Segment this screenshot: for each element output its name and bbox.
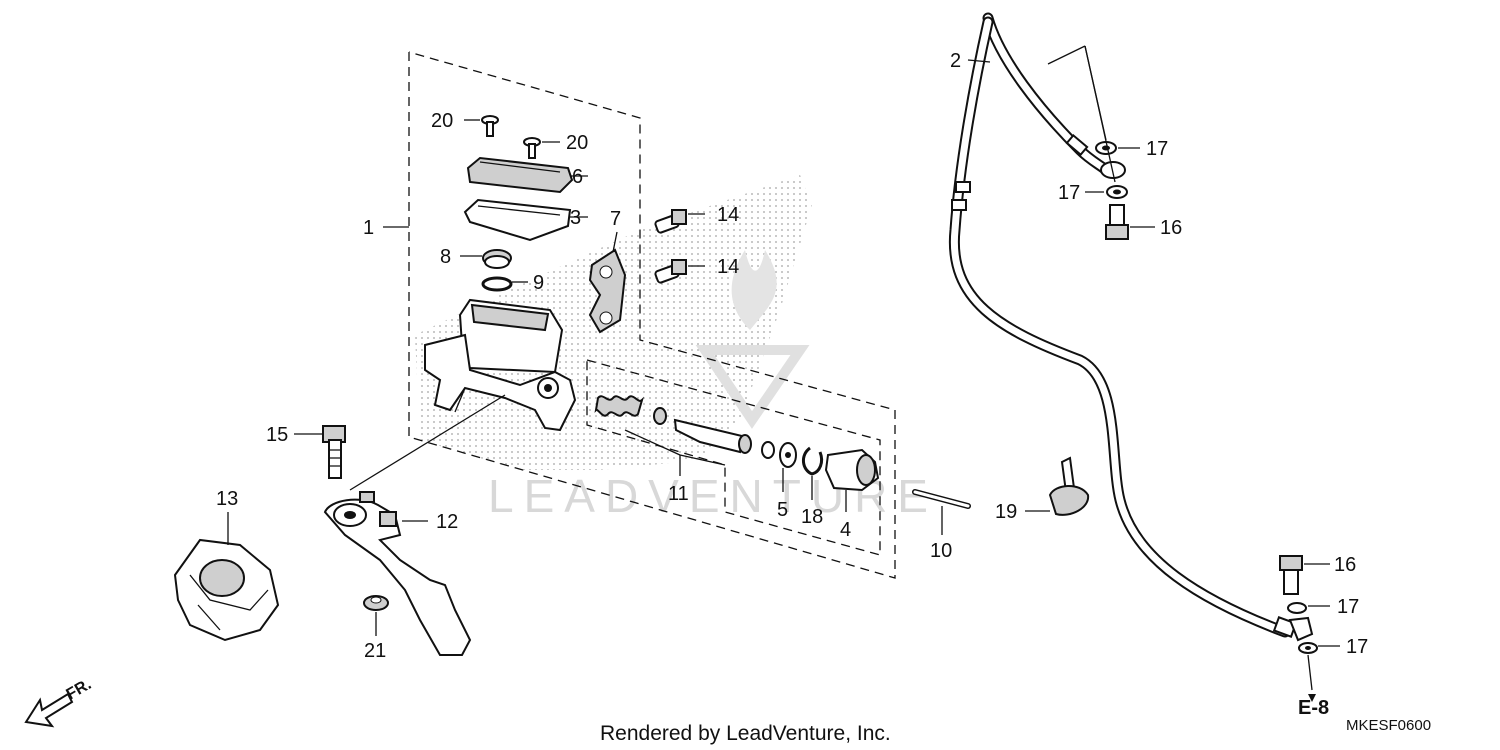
leader-lines [227,45,1340,702]
callout-18: 18 [801,506,823,528]
callout-13: 13 [216,488,238,510]
callout-labels: 1 2 3 4 5 6 7 8 9 10 11 12 13 14 14 15 1… [216,50,1368,662]
o-ring [481,276,513,292]
circlip [802,446,824,476]
diaphragm [482,249,512,269]
diaphragm-plate [463,198,572,242]
callout-14-lower: 14 [717,256,739,278]
piston-kit [594,395,797,468]
callout-4: 4 [840,519,851,541]
callout-17-b: 17 [1058,182,1080,204]
callout-17-c: 17 [1337,596,1359,618]
hose-fittings-top [1095,141,1129,240]
callout-19: 19 [995,501,1017,523]
callout-20-a: 20 [431,110,453,132]
nut [363,595,389,611]
brake-lever [323,491,472,656]
front-arrow-icon: FR. [24,676,94,728]
callout-21: 21 [364,640,386,662]
lever-cover [173,538,280,642]
callout-8: 8 [440,246,451,268]
callout-7: 7 [610,208,621,230]
callout-17-a: 17 [1146,138,1168,160]
callout-1: 1 [363,217,374,239]
callout-3: 3 [570,207,581,229]
callout-17-d: 17 [1346,636,1368,658]
callout-14-upper: 14 [717,204,739,226]
master-cylinder-holder [588,248,627,334]
hose-clamp [1048,456,1090,516]
reservoir-cap [466,156,574,194]
callout-5: 5 [777,499,788,521]
hose-fittings-bottom [1279,555,1318,654]
reference-label: E-8 [1298,697,1329,719]
screws [481,115,541,159]
holder-bolts [654,209,687,284]
assembly-outline [408,51,896,579]
pivot-bolt [322,425,346,479]
callout-15: 15 [266,424,288,446]
brake-hose [948,12,1314,642]
callout-16-lower: 16 [1334,554,1356,576]
boot [824,448,880,492]
callout-16-upper: 16 [1160,217,1182,239]
pin [912,489,971,509]
master-cylinder-body [424,298,577,432]
callout-2: 2 [950,50,961,72]
callout-11: 11 [668,483,689,505]
callout-12: 12 [436,511,458,533]
callout-6: 6 [572,166,583,188]
callout-20-b: 20 [566,132,588,154]
callout-10: 10 [930,540,952,562]
diagram-code: MKESF0600 [1346,717,1431,734]
callout-9: 9 [533,272,544,294]
footer-credit: Rendered by LeadVenture, Inc. [600,722,891,745]
